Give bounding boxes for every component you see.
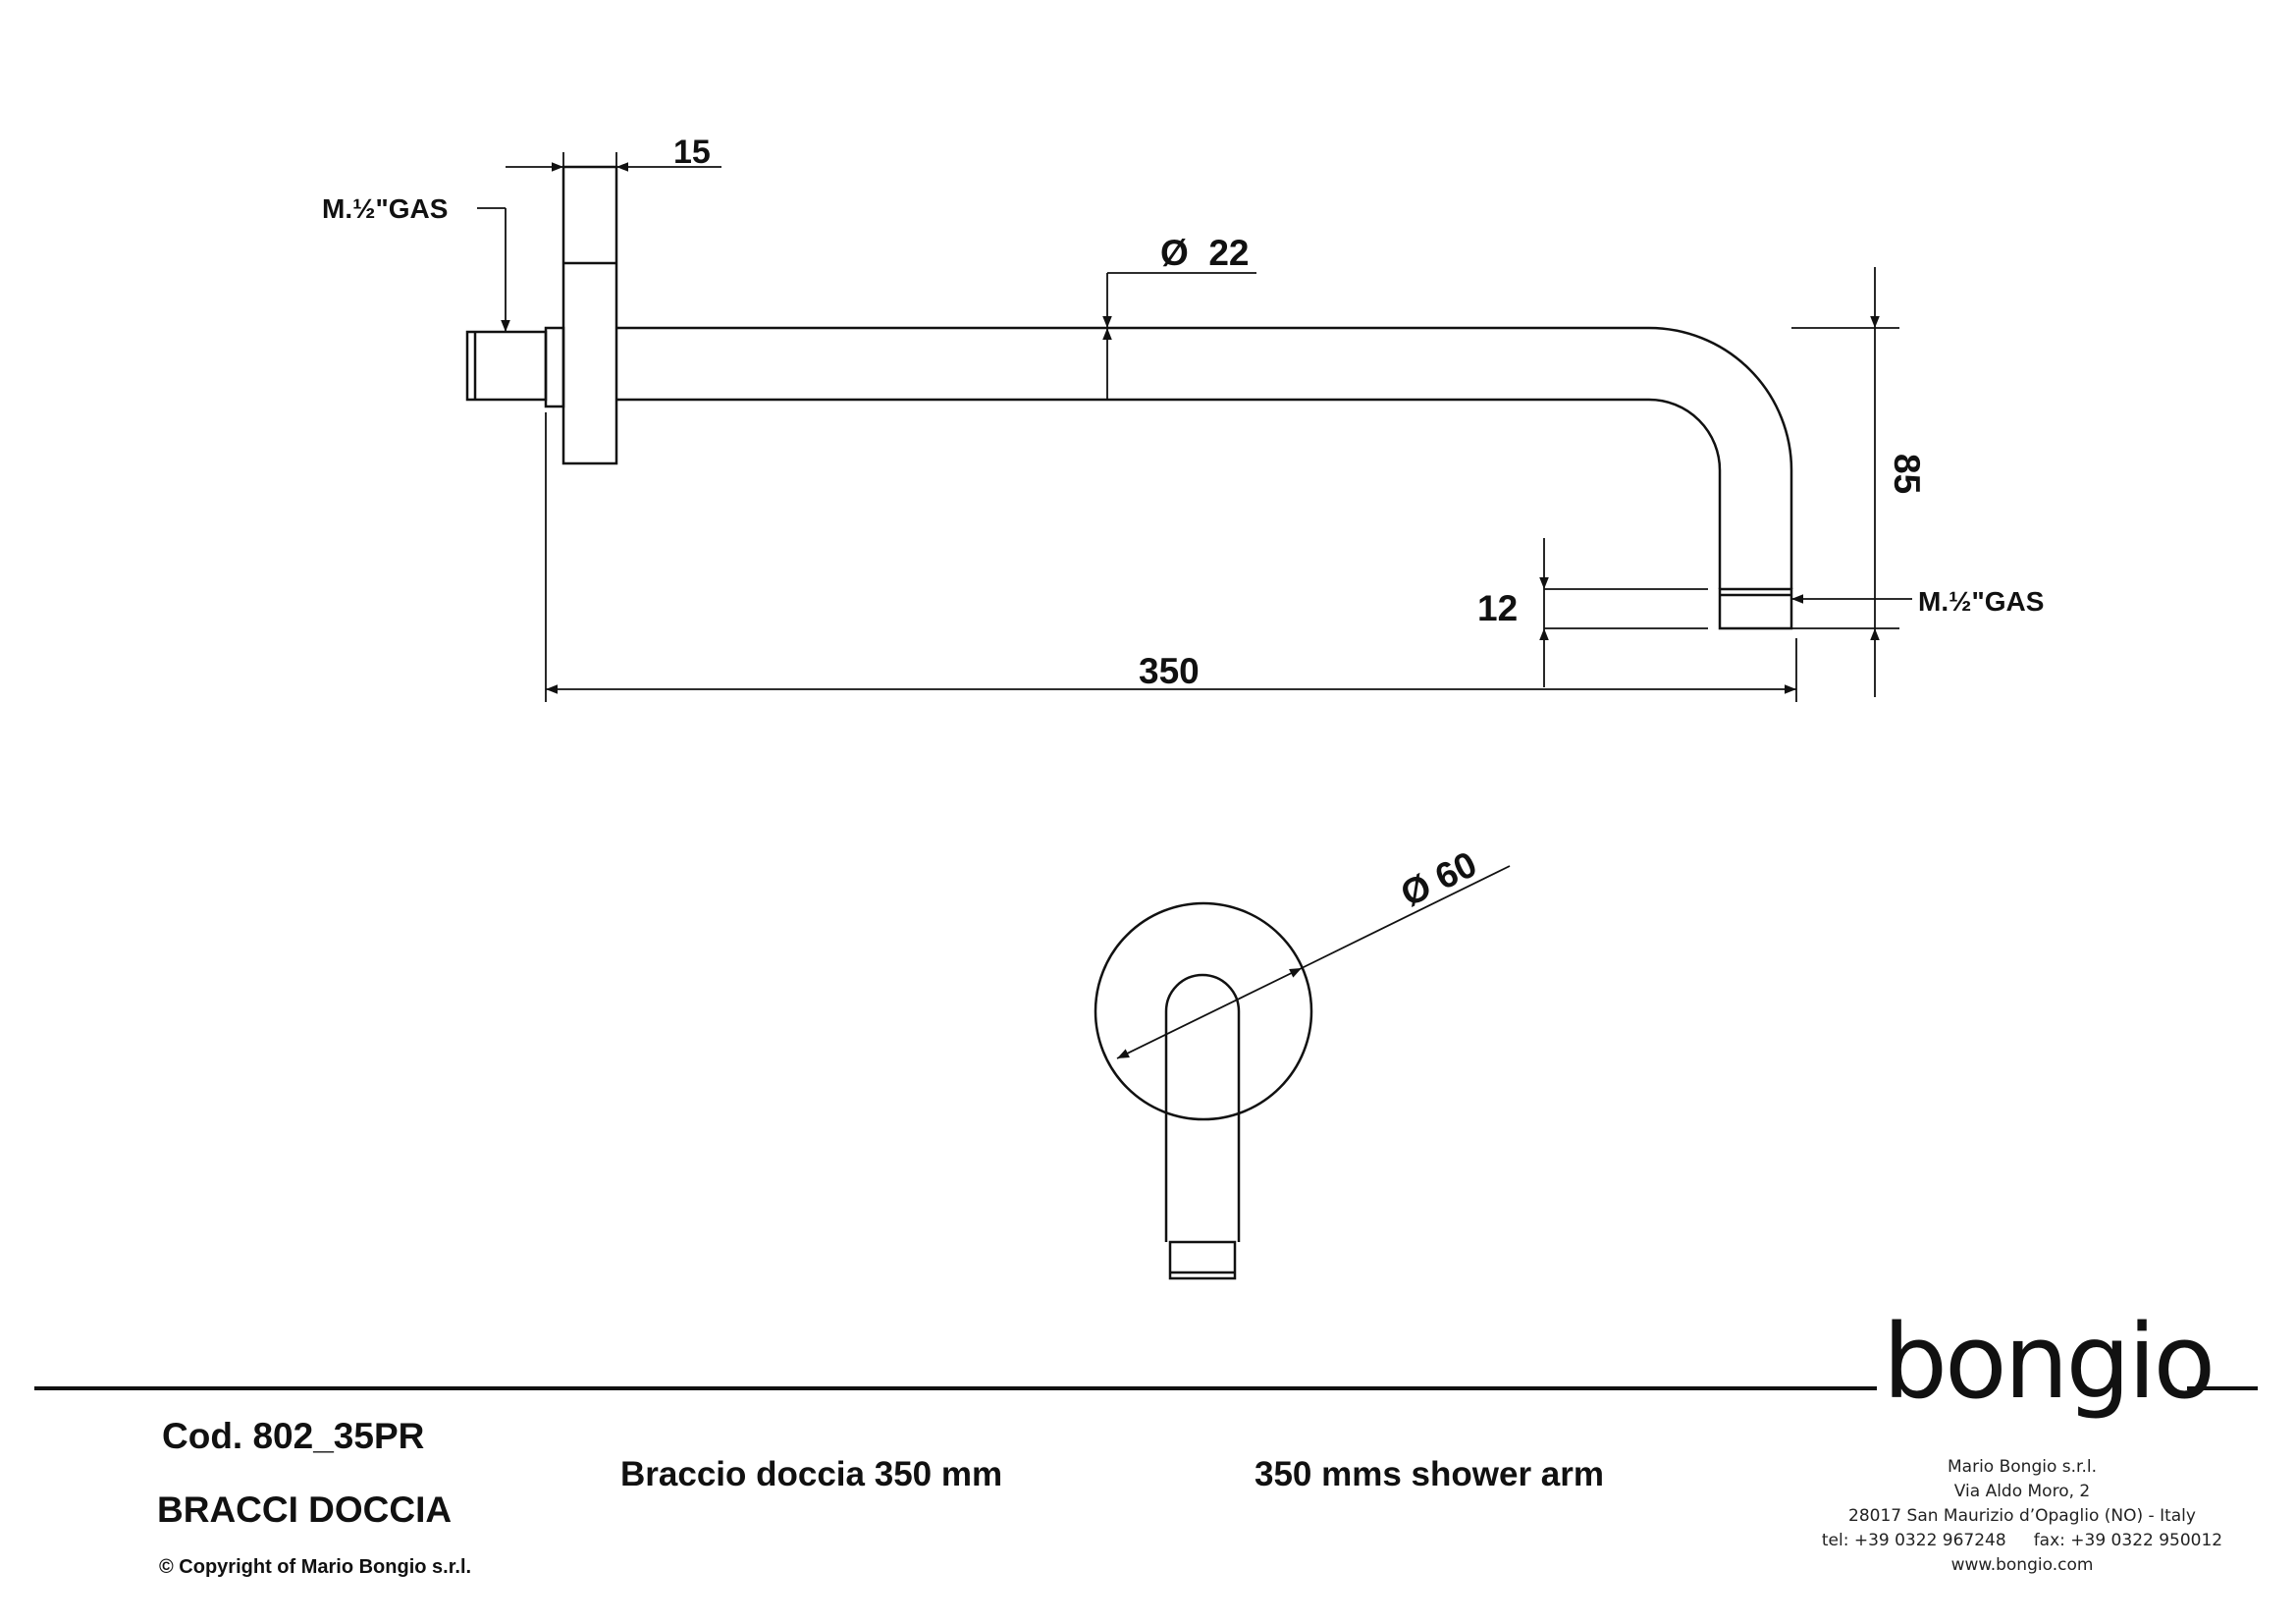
flange-diameter-dimension: [1116, 865, 1511, 1059]
bongio-logo: bongio: [1883, 1302, 2216, 1422]
pipe-diameter-label: Ø 22: [1160, 233, 1250, 273]
front-flange-circle: [1094, 901, 1313, 1121]
flange-thickness-dimension: [506, 152, 721, 172]
description-english: 350 mms shower arm: [1255, 1455, 1605, 1493]
product-code: Cod. 802_35PR: [162, 1416, 425, 1456]
thread-length-dimension: [1539, 538, 1708, 687]
dimension-lines: [477, 152, 1912, 702]
thread-top-label: M.½"GAS: [322, 193, 448, 224]
total-length-label: 350: [1139, 651, 1200, 691]
inlet-collar: [544, 326, 565, 408]
outlet-thread: [1718, 587, 1793, 630]
wall-flange: [561, 165, 618, 465]
thread-bottom-label: M.½"GAS: [1918, 586, 2044, 617]
company-website: www.bongio.com: [1950, 1555, 2094, 1575]
pipe-diameter-dimension: [1102, 272, 1256, 400]
company-fax: fax: +39 0322 950012: [2033, 1531, 2223, 1550]
front-arm-outline: [1164, 973, 1241, 1242]
drop-height-label: 85: [1887, 454, 1927, 494]
company-info: Mario Bongio s.r.l. Via Aldo Moro, 2 280…: [1787, 1455, 2258, 1578]
thread-top-leader: [477, 207, 510, 332]
front-view: [1094, 901, 1313, 1280]
thread-length-label: 12: [1477, 588, 1518, 628]
product-category: BRACCI DOCCIA: [157, 1489, 453, 1530]
inlet-thread: [465, 330, 548, 402]
arm-outer-contour: [616, 326, 1793, 589]
company-street: Via Aldo Moro, 2: [1953, 1482, 2091, 1501]
flange-diameter-label: Ø 60: [1395, 843, 1483, 914]
arm-inner-contour: [616, 398, 1722, 589]
copyright-notice: © Copyright of Mario Bongio s.r.l.: [159, 1556, 472, 1578]
company-city: 28017 San Maurizio d’Opaglio (NO) - Ital…: [1848, 1506, 2196, 1526]
flange-thickness-label: 15: [673, 134, 711, 171]
drop-height-dimension: [1791, 267, 1899, 697]
company-contacts: tel: +39 0322 967248 fax: +39 0322 950012: [1787, 1529, 2258, 1553]
company-name: Mario Bongio s.r.l.: [1948, 1457, 2097, 1477]
company-phone: tel: +39 0322 967248: [1821, 1531, 2006, 1550]
side-view: [465, 165, 1793, 630]
description-italian: Braccio doccia 350 mm: [620, 1455, 1003, 1493]
total-length-dimension: [545, 412, 1797, 702]
front-outlet-thread: [1168, 1240, 1237, 1280]
